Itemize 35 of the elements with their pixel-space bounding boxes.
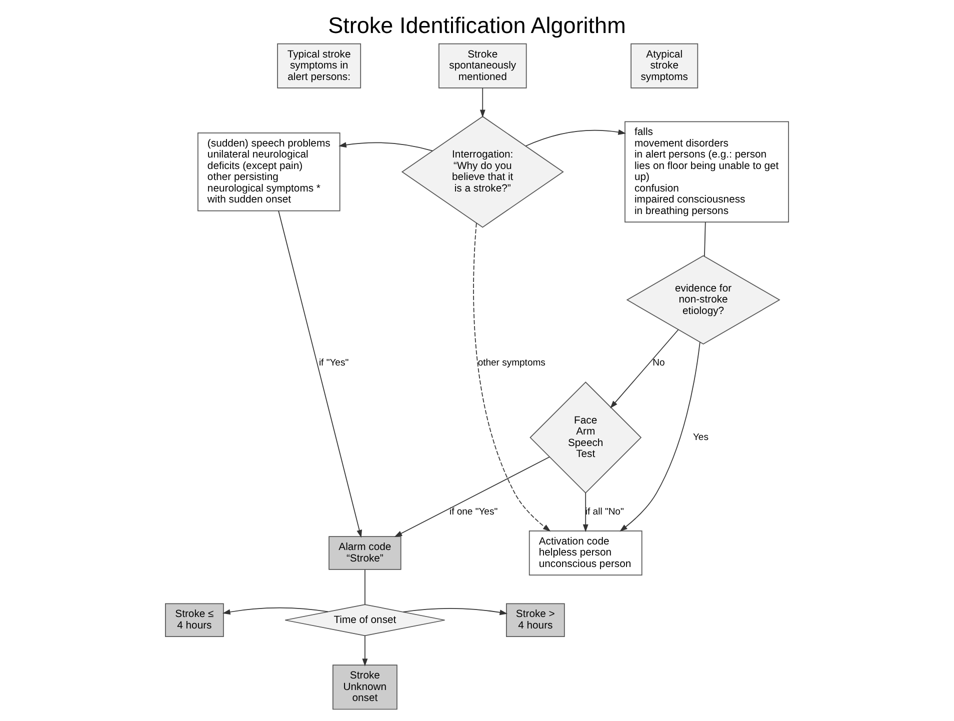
node-box: (sudden) speech problems unilateral neurological deficits (except pain) other persisting neurological symptoms * with sudden onset [197,132,340,212]
node-box: falls movement disorders in alert persons (e.g.: person lies on floor being unable to get up) confusion impaired consciousness in breathing persons [624,121,789,222]
arrow [620,342,700,532]
edge-label: Yes [692,432,708,443]
diagram-title: Stroke Identification Algorithm [328,13,626,38]
arrow [394,456,550,538]
arrow [480,88,486,118]
node-box: Stroke spontaneously mentioned [438,43,527,88]
arrow [338,142,433,152]
node-diamond: Interrogation: “Why do you believe that it is a stroke?” [401,116,564,228]
arrow [278,210,362,538]
node-box: Stroke ≤ 4 hours [165,603,224,637]
edge-label: if all "No" [585,506,624,518]
node-box: Atypical stroke symptoms [630,43,698,88]
edge-label: if one "Yes" [449,506,498,518]
connector [704,222,706,257]
arrow [222,607,328,615]
arrow [473,222,551,532]
node-box: Typical stroke symptoms in alert persons: [277,43,362,88]
arrow [525,129,626,146]
arrow [582,492,588,532]
node-diamond: Time of onset [284,604,446,636]
node-box: Activation code helpless person unconscious person [528,530,642,576]
edge-label: other symptoms [478,358,546,369]
node-box: Stroke Unknown onset [332,664,398,710]
node-box: Alarm code “Stroke” [328,536,402,570]
connector [364,569,366,605]
node-box: Stroke > 4 hours [506,603,565,637]
arrow [402,608,508,616]
arrow [362,635,368,666]
arrow [610,329,679,408]
edge-label: No [652,358,665,369]
node-diamond: evidence for non-stroke etiology? [626,255,780,345]
node-diamond: Face Arm Speech Test [530,382,642,494]
edge-label: if "Yes" [318,358,349,369]
